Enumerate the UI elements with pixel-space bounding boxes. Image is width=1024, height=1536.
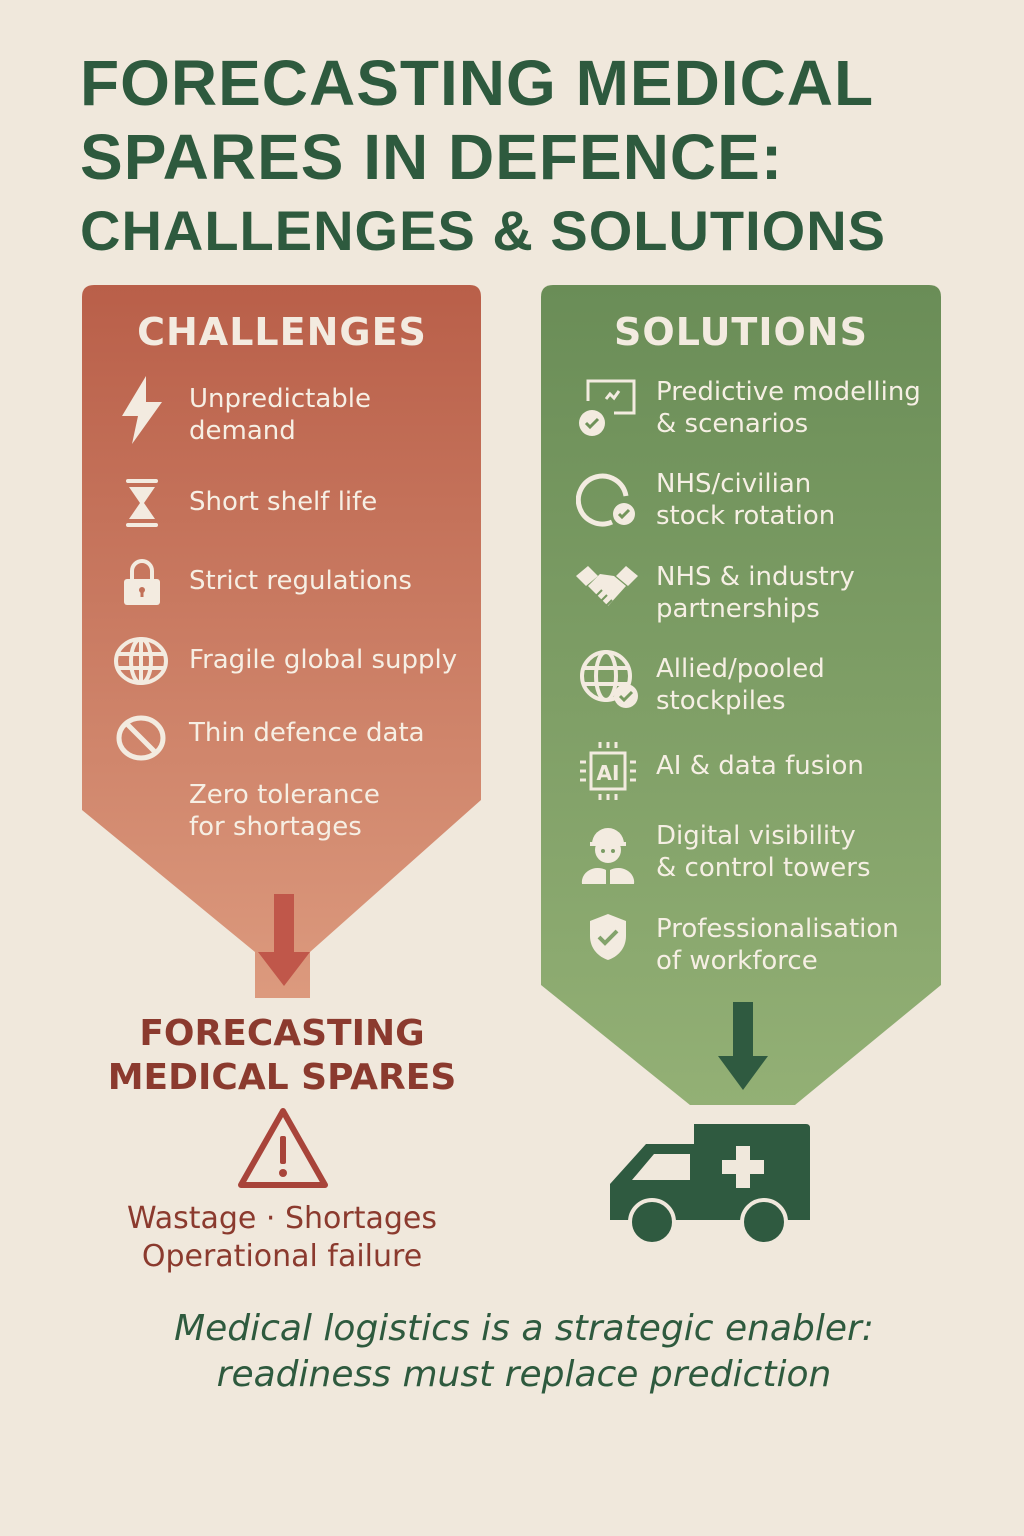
- item-text: Fragile global supply: [189, 645, 458, 675]
- globe-icon: [114, 637, 168, 685]
- outcome-line: FORECASTING: [139, 1013, 425, 1054]
- solutions-heading: SOLUTIONS: [614, 310, 868, 354]
- item-text: Predictive modelling: [656, 377, 921, 407]
- challenges-heading: CHALLENGES: [137, 310, 427, 354]
- challenge-item: Thin defence data: [189, 717, 425, 749]
- tagline: Medical logistics is a strategic enabler…: [24, 1306, 1024, 1398]
- item-text: NHS & industry: [656, 562, 855, 592]
- ambulance-icon: [610, 1124, 810, 1246]
- solutions-arrow: [718, 1002, 768, 1090]
- item-text: Allied/pooled: [656, 654, 825, 684]
- handshake-icon: [576, 566, 638, 607]
- item-text: Short shelf life: [189, 487, 378, 517]
- item-text: Zero tolerance: [189, 780, 380, 810]
- solution-item: Digital visibility& control towers: [656, 820, 871, 884]
- solution-item: Predictive modelling& scenarios: [656, 376, 921, 440]
- challenges-arrow: [258, 894, 310, 986]
- item-text: Strict regulations: [189, 566, 412, 596]
- item-text: Unpredictable: [189, 384, 371, 414]
- challenge-item: Short shelf life: [189, 486, 377, 518]
- lightning-icon: [122, 376, 162, 444]
- challenge-item: Strict regulations: [189, 565, 412, 597]
- warning-icon: [238, 1108, 328, 1188]
- item-text: stockpiles: [656, 686, 786, 716]
- rotation-check-icon: [576, 473, 635, 527]
- outcome-line: MEDICAL SPARES: [107, 1057, 457, 1098]
- hourglass-icon: [126, 479, 158, 527]
- item-text: AI & data fusion: [656, 751, 864, 781]
- outcome-sub: Wastage · Shortages: [126, 1201, 438, 1236]
- title-line: SPARES IN DEFENCE:: [80, 121, 784, 193]
- outcome-title: FORECASTING MEDICAL SPARES: [82, 1012, 482, 1100]
- item-text: for shortages: [189, 812, 362, 842]
- ai-chip-icon: AI: [580, 742, 636, 800]
- page-title: FORECASTING MEDICAL SPARES IN DEFENCE: C…: [80, 46, 886, 268]
- globe-check-icon: [580, 650, 638, 708]
- item-text: Digital visibility: [656, 821, 856, 851]
- prohibited-icon: [116, 715, 166, 761]
- item-text: NHS/civilian: [656, 469, 812, 499]
- chart-check-icon: [579, 379, 636, 436]
- solutions-panel: [541, 285, 941, 1105]
- item-text: partnerships: [656, 594, 820, 624]
- item-text: of workforce: [656, 946, 818, 976]
- tagline-line: Medical logistics is a strategic enabler…: [174, 1308, 874, 1349]
- item-text: & scenarios: [656, 409, 809, 439]
- solution-item: AI & data fusion: [656, 750, 864, 782]
- challenges-panel: [82, 285, 481, 998]
- item-text: Professionalisation: [656, 914, 899, 944]
- outcome-consequences: Wastage · Shortages Operational failure: [82, 1200, 482, 1276]
- tagline-line: readiness must replace prediction: [216, 1354, 832, 1395]
- shield-check-icon: [590, 914, 626, 960]
- item-text: stock rotation: [656, 501, 836, 531]
- item-text: & control towers: [656, 853, 871, 883]
- ai-label: AI: [597, 761, 620, 785]
- item-text: demand: [189, 416, 296, 446]
- item-text: Thin defence data: [189, 718, 425, 748]
- challenge-item: Fragile global supply: [189, 644, 457, 676]
- title-line: FORECASTING MEDICAL: [80, 47, 875, 119]
- worker-icon: [581, 828, 635, 884]
- title-line: CHALLENGES & SOLUTIONS: [80, 199, 887, 262]
- outcome-sub: Operational failure: [141, 1239, 423, 1274]
- lock-icon: [124, 559, 160, 605]
